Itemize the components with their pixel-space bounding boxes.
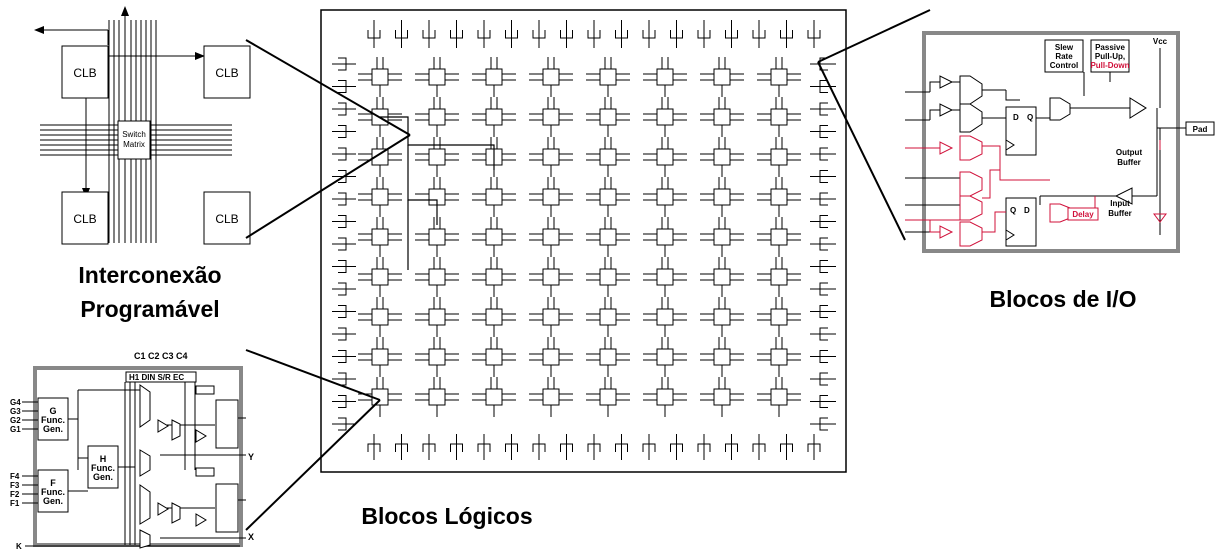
f-func-gen-label: Gen. [43,496,63,506]
clb-label: CLB [73,66,96,80]
input-buffer-label: Buffer [1108,209,1132,218]
vcc-label: Vcc [1153,37,1168,46]
clb-out-x-label: X [248,532,254,542]
pull-label: Pull-Down [1090,61,1129,70]
delay-label: Delay [1072,210,1094,219]
clb-label: CLB [215,212,238,226]
interconnect-detail: CLB CLB CLB CLB Switch Matrix [34,6,250,244]
pad-label: Pad [1193,125,1208,134]
clb-out-y-label: Y [248,452,254,462]
caption-io-blocks: Blocos de I/O [990,286,1137,312]
switch-matrix-label: Switch [122,130,146,139]
clb-input-label: G2 [10,416,21,425]
clb-label: CLB [215,66,238,80]
clb-input-label: G3 [10,407,21,416]
clb-label: CLB [73,212,96,226]
ff-d-label: D [1013,113,1019,122]
caption-logic-blocks: Blocos Lógicos [361,503,532,529]
clb-clk-label: K [16,542,22,551]
clb-input-label: G4 [10,398,21,407]
g-func-gen-label: Gen. [43,424,63,434]
clb-top-inputs: C1 C2 C3 C4 [134,351,188,361]
output-buffer-label: Output [1116,148,1143,157]
caption-interconnect: Interconexão [78,262,221,288]
clb-detail: C1 C2 C3 C4 H1 DIN S/R EC G Func. Gen. H… [10,351,254,551]
clb-input-label: F2 [10,490,20,499]
clb-input-label: F3 [10,481,20,490]
clb-input-label: F4 [10,472,20,481]
switch-matrix-label: Matrix [123,140,145,149]
slew-rate-label: Control [1050,61,1078,70]
input-buffer-label: Input [1110,199,1130,208]
slew-rate-label: Slew [1055,43,1074,52]
io-block-detail: Slew Rate Control Passive Pull-Up, Pull-… [905,33,1214,251]
clb-input-label: F1 [10,499,20,508]
caption-interconnect: Programável [80,296,219,322]
pull-label: Passive [1095,43,1125,52]
slew-rate-label: Rate [1055,52,1073,61]
output-buffer-label: Buffer [1117,158,1141,167]
clb-input-label: G1 [10,425,21,434]
fpga-array [321,10,846,472]
h-func-gen-label: Gen. [93,472,113,482]
pull-label: Pull-Up, [1095,52,1125,61]
ff-d-label: D [1024,206,1030,215]
ff-q-label: Q [1010,206,1016,215]
ff-q-label: Q [1027,113,1033,122]
clb-top-mux: H1 DIN S/R EC [129,373,184,382]
